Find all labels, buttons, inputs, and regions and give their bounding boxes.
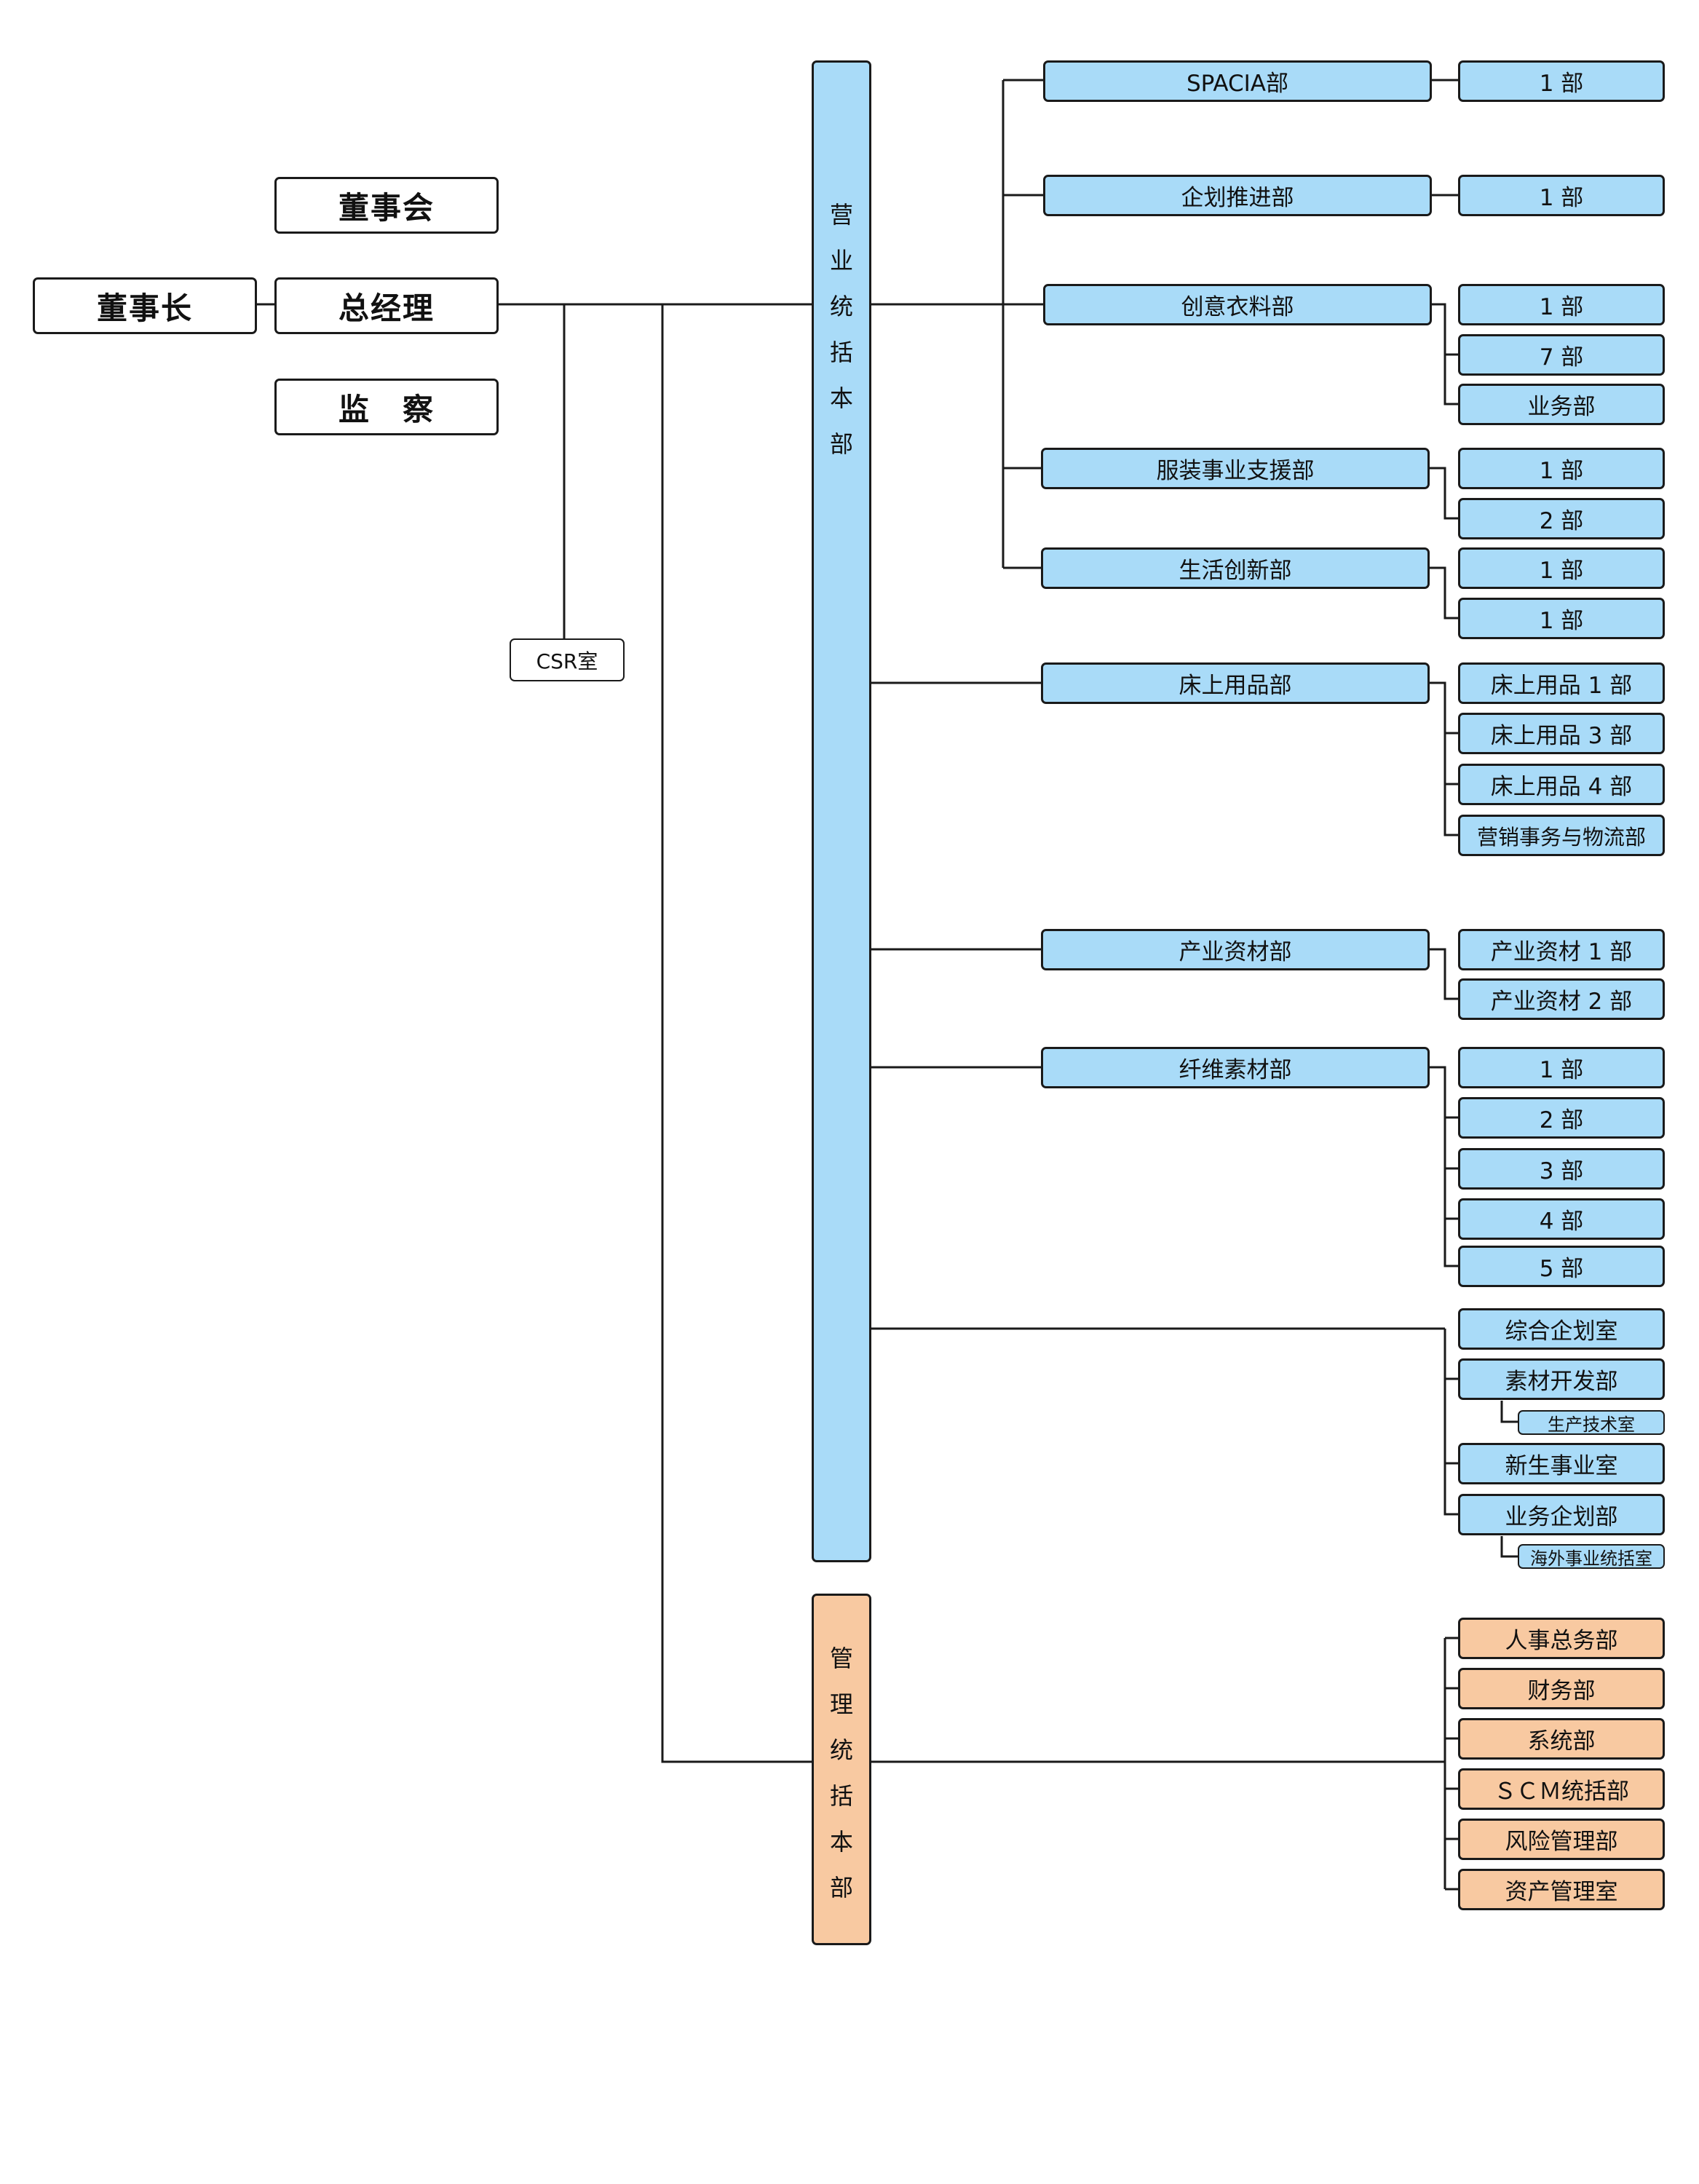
dept-apparel-support: 服装事业支援部	[1041, 448, 1430, 489]
admin-hq-char: 部	[829, 1874, 853, 1902]
sub-fiber-4: 4 部	[1458, 1198, 1665, 1240]
csr-office-box: CSR室	[510, 638, 625, 681]
dept-fiber: 纤维素材部	[1041, 1047, 1430, 1088]
dept-creative-textiles: 创意衣料部	[1043, 284, 1432, 325]
sales-hq-char: 业	[829, 247, 853, 274]
sub-fiber-1: 1 部	[1458, 1047, 1665, 1088]
president-box: 总经理	[274, 277, 499, 334]
admin-risk-management: 风险管理部	[1458, 1819, 1665, 1860]
sub-creative-7: 7 部	[1458, 334, 1665, 376]
sales-hq-char: 部	[829, 430, 853, 458]
sub-industrial-1: 产业资材 1 部	[1458, 929, 1665, 970]
admin-scm: ＳＣＭ统括部	[1458, 1768, 1665, 1810]
sub-planning-1: 1 部	[1458, 175, 1665, 216]
sales-hq-char: 本	[829, 384, 853, 412]
dept-planning: 企划推进部	[1043, 175, 1432, 216]
sub-lifestyle-1b: 1 部	[1458, 598, 1665, 639]
sub-fiber-3: 3 部	[1458, 1148, 1665, 1190]
office-production-tech: 生产技术室	[1518, 1410, 1665, 1435]
dept-lifestyle: 生活创新部	[1041, 547, 1430, 589]
sub-bedding-logistics: 营销事务与物流部	[1458, 815, 1665, 856]
admin-hq-char: 理	[829, 1690, 853, 1718]
dept-bedding: 床上用品部	[1041, 662, 1430, 704]
admin-asset-management: 资产管理室	[1458, 1869, 1665, 1910]
office-general-planning: 综合企划室	[1458, 1308, 1665, 1350]
sub-fiber-5: 5 部	[1458, 1246, 1665, 1287]
admin-systems: 系统部	[1458, 1718, 1665, 1760]
admin-hq-bar: 管 理 统 括 本 部	[812, 1594, 871, 1945]
sub-industrial-2: 产业资材 2 部	[1458, 978, 1665, 1020]
sub-creative-ops: 业务部	[1458, 384, 1665, 425]
sales-hq-char: 统	[829, 293, 853, 320]
sub-bedding-3: 床上用品 3 部	[1458, 713, 1665, 754]
admin-hq-char: 统	[829, 1736, 853, 1764]
sub-apparel-2: 2 部	[1458, 498, 1665, 539]
admin-hq-char: 管	[829, 1645, 853, 1672]
dept-industrial: 产业资材部	[1041, 929, 1430, 970]
office-overseas-business: 海外事业统括室	[1518, 1544, 1665, 1569]
sub-lifestyle-1a: 1 部	[1458, 547, 1665, 589]
audit-box: 监 察	[274, 379, 499, 435]
sub-spacia-1: 1 部	[1458, 60, 1665, 102]
admin-hq-char: 括	[829, 1782, 853, 1810]
dept-spacia: SPACIA部	[1043, 60, 1432, 102]
sub-bedding-4: 床上用品 4 部	[1458, 764, 1665, 805]
admin-hq-char: 本	[829, 1828, 853, 1856]
admin-finance: 财务部	[1458, 1668, 1665, 1709]
office-new-business: 新生事业室	[1458, 1443, 1665, 1484]
sub-creative-1: 1 部	[1458, 284, 1665, 325]
dept-business-planning: 业务企划部	[1458, 1494, 1665, 1535]
board-box: 董事会	[274, 177, 499, 234]
sub-fiber-2: 2 部	[1458, 1097, 1665, 1139]
sub-apparel-1: 1 部	[1458, 448, 1665, 489]
sub-bedding-1: 床上用品 1 部	[1458, 662, 1665, 704]
sales-hq-bar: 营 业 统 括 本 部	[812, 60, 871, 1562]
sales-hq-char: 括	[829, 339, 853, 366]
sales-hq-char: 营	[829, 201, 853, 229]
admin-hr-general: 人事总务部	[1458, 1618, 1665, 1659]
chairman-box: 董事长	[33, 277, 257, 334]
dept-material-development: 素材开发部	[1458, 1358, 1665, 1400]
